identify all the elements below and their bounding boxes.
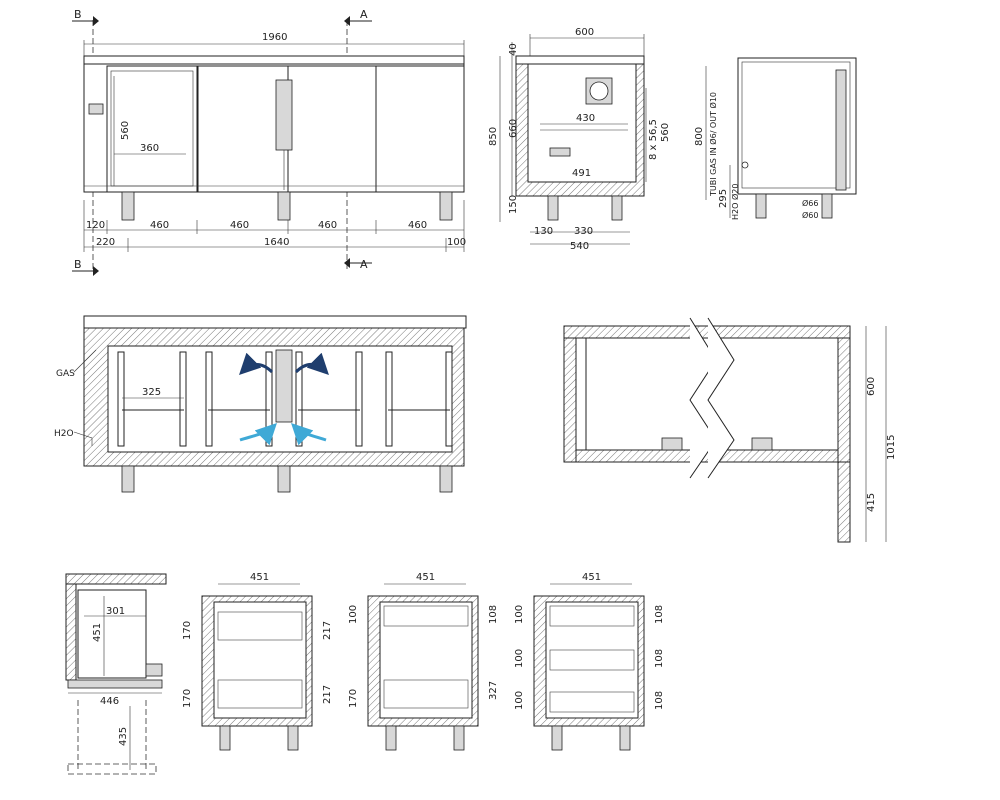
dim-shelf-width: 325 [142,387,161,398]
door-2[interactable] [197,65,289,193]
dim-drawer1-v2: 170 [182,621,193,640]
dim-outer-width: 446 [100,696,119,707]
dim-f1-v3: 108 [488,605,499,624]
dim-legs: 150 [508,195,519,214]
rear-view: 800 TUBI GAS IN Ø6/ OUT Ø10 295 H2O Ø20 … [694,57,857,220]
h2o-label: H2O Ø20 [730,184,740,220]
section-mark-a-top: A [344,8,372,26]
airflow-return-left [239,423,277,446]
dim-dia-66: Ø66 [802,198,818,208]
dim-depth-v1: 435 [118,727,129,746]
dim-d3-v4: 100 [514,691,525,710]
svg-text:B: B [74,8,82,21]
dim-base-depth: 540 [570,241,589,252]
dim-face1-v2: 217 [322,621,333,640]
dim-f1-v4: 108 [654,605,665,624]
plan-section-view: 325 GAS H2O [54,315,467,493]
airflow-arrow-right [294,352,329,375]
dim-lower: 415 [866,493,877,512]
dim-width-v4: 451 [582,572,601,583]
dim-d2-v3: 170 [348,689,359,708]
dim-total-section: 1015 [886,435,897,460]
h2o-plan-label: H2O [54,429,74,439]
dim-worktop: 40 [508,43,519,56]
dim-inner-height-v1: 451 [92,623,103,642]
dim-d1-v3: 100 [348,605,359,624]
drawer-lower-v2[interactable] [217,679,303,709]
control-panel-icon [88,103,104,115]
door-4[interactable] [375,65,465,193]
dim-leg-span: 1640 [264,237,289,248]
airflow-return-right [291,423,327,446]
dim-door-width: 360 [140,143,159,154]
drawer-2-v4[interactable] [549,649,635,671]
dim-f3-v4: 108 [654,691,665,710]
dim-width-v3: 451 [416,572,435,583]
gas-tubes-label: TUBI GAS IN Ø6/ OUT Ø10 [708,92,718,197]
dim-inner-depth: 491 [572,168,591,179]
dim-depth: 600 [575,27,594,38]
section-mark-a-bottom: A [344,258,372,271]
dim-inner-width: 301 [106,606,125,617]
dim-rails: 8 x 56,5 [648,119,659,160]
dim-spacing-4: 460 [408,220,427,231]
dim-left-offset: 120 [86,220,105,231]
dim-inner-height: 660 [508,119,519,138]
drawer-1-v4[interactable] [549,605,635,627]
dim-drawer2-v2: 170 [182,689,193,708]
dim-total-height: 850 [488,127,499,146]
dim-spacing-1: 460 [150,220,169,231]
dim-h2o-height: 295 [718,189,729,208]
svg-text:B: B [74,258,82,271]
bottom-view-4: 451 100 100 100 108 108 108 [514,572,665,751]
door-3[interactable] [287,65,377,193]
dim-spacing-2: 460 [230,220,249,231]
bottom-view-3: 451 100 170 108 327 [348,572,499,751]
dim-dia-60: Ø60 [802,210,818,220]
dim-left-offset-side: 130 [534,226,553,237]
airflow-arrow-left [239,352,274,375]
dim-d1-v4: 100 [514,605,525,624]
dim-mid-side: 330 [574,226,593,237]
fan-icon [275,349,293,423]
svg-text:A: A [360,258,368,271]
gas-label: GAS [56,369,75,379]
drawer-lower-v3[interactable] [383,679,469,709]
front-view: B A B A 1960 [72,8,466,276]
dim-face2-v2: 217 [322,685,333,704]
dim-f2-v4: 108 [654,649,665,668]
dim-width-v2: 451 [250,572,269,583]
drawer-3-v4[interactable] [549,691,635,713]
bottom-view-2: 451 170 170 217 217 [182,572,333,751]
shelf-rails [117,351,453,447]
dim-door-height: 560 [120,121,131,140]
dim-d2-v4: 100 [514,649,525,668]
dim-spacing-3: 460 [318,220,337,231]
dim-rear-height: 800 [694,127,705,146]
section-mark-b-bottom: B [72,258,99,276]
svg-text:A: A [360,8,368,21]
dim-overall-width: 1960 [262,32,287,43]
dim-f2-v3: 327 [488,681,499,700]
drawer-upper-v3[interactable] [383,605,469,627]
dim-right-margin: 100 [447,237,466,248]
fan-column-icon [275,79,293,151]
section-detail-view: 600 1015 415 [563,317,897,543]
side-view: 600 850 40 660 150 430 491 8 x 56,5 560 … [488,27,671,252]
bottom-view-1: 301 451 446 435 [65,573,167,775]
drawer-upper-v2[interactable] [217,611,303,641]
dim-left-margin: 220 [96,237,115,248]
section-mark-b-top: B [72,8,99,26]
dim-upper: 600 [866,377,877,396]
door-1[interactable] [106,65,198,193]
dim-rail-height: 560 [660,123,671,142]
dim-evaporator: 430 [576,113,595,124]
